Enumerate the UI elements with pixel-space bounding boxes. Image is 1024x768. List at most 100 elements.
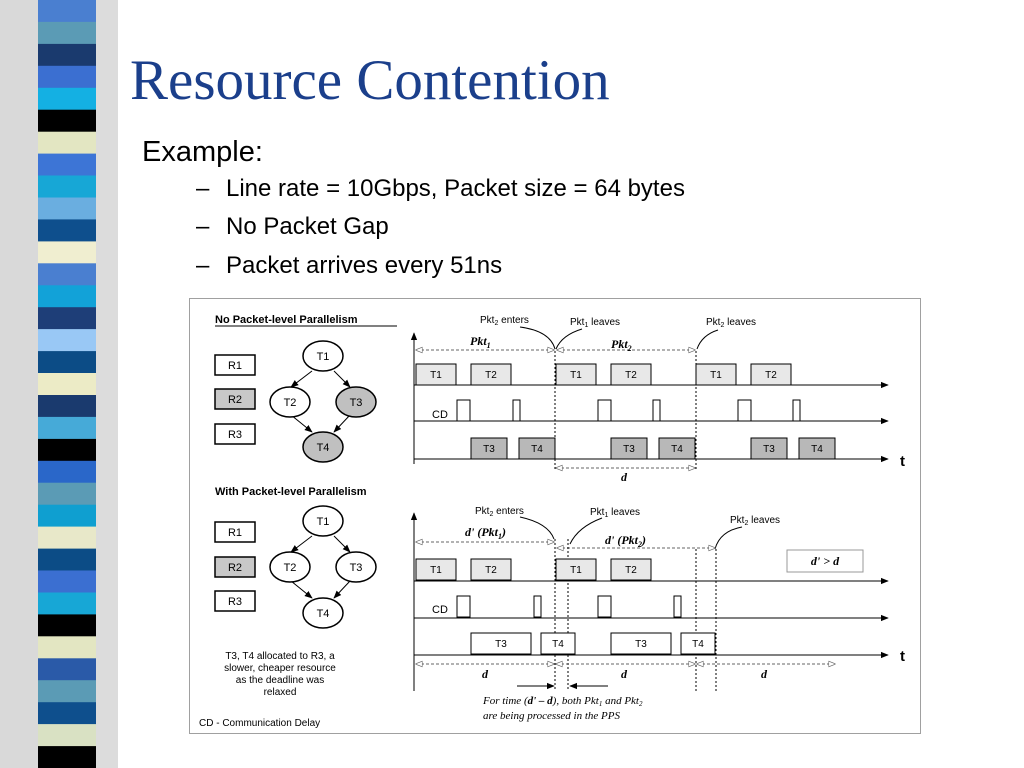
stripe-band	[38, 0, 96, 23]
bottom-cd-label: CD	[432, 604, 448, 616]
svg-text:T3: T3	[623, 444, 635, 455]
allocation-note: T3, T4 allocated to R3, a slower, cheape…	[224, 651, 336, 698]
bottom-task-t4: T4	[302, 597, 344, 629]
stripe-band	[38, 702, 96, 725]
stripe-band	[38, 219, 96, 242]
top-pkt2-enters: Pkt2 enters	[480, 315, 529, 327]
svg-text:T2: T2	[485, 565, 497, 576]
stripe-band	[38, 570, 96, 593]
bottom-interval-d: d	[761, 667, 768, 681]
top-pkt2-leaves: Pkt2 leaves	[706, 317, 756, 329]
stripe-band	[38, 592, 96, 615]
stripe-band	[38, 460, 96, 484]
top-task-t2: T2	[269, 386, 311, 418]
top-task-t4: T4	[302, 431, 344, 463]
svg-text:R2: R2	[228, 562, 242, 574]
bullet-line-rate: –Line rate = 10Gbps, Packet size = 64 by…	[196, 175, 685, 202]
bottom-resource-r1: R1	[214, 521, 256, 543]
svg-text:T2: T2	[284, 397, 297, 409]
svg-text:T1: T1	[317, 516, 330, 528]
comparison-box: d' > d	[786, 549, 864, 573]
svg-text:T4: T4	[317, 608, 330, 620]
svg-text:T3: T3	[635, 639, 647, 650]
bottom-pkt2-enters: Pkt2 enters	[475, 506, 524, 518]
stripe-band	[38, 746, 96, 768]
top-cd-label: CD	[432, 409, 448, 421]
top-interval-d: d	[621, 470, 628, 484]
bottom-task-t3: T3	[335, 551, 377, 583]
svg-text:relaxed: relaxed	[264, 687, 297, 698]
bottom-row3-block: T4	[680, 632, 716, 655]
stripe-band	[38, 373, 96, 396]
svg-text:T1: T1	[570, 370, 582, 381]
stripe-band	[38, 438, 96, 462]
svg-text:T2: T2	[485, 370, 497, 381]
svg-text:T2: T2	[625, 565, 637, 576]
svg-text:are being processed in the PPS: are being processed in the PPS	[483, 710, 620, 722]
top-row1-block: T2	[610, 363, 652, 386]
stripe-band	[38, 614, 96, 637]
overlap-caption: For time (d' – d), both Pkt1 and Pkt2 ar…	[482, 695, 643, 722]
slide-body: Example: –Line rate = 10Gbps, Packet siz…	[142, 134, 685, 279]
top-row1-block: T1	[555, 363, 597, 386]
svg-text:T4: T4	[692, 639, 704, 650]
bottom-resource-r3: R3	[214, 590, 256, 612]
svg-text:d' > d: d' > d	[811, 554, 840, 568]
stripe-band	[38, 482, 96, 506]
top-task-t1: T1	[302, 340, 344, 372]
bottom-resource-r2: R2	[214, 556, 256, 578]
bullet-no-gap: –No Packet Gap	[196, 213, 389, 240]
bottom-time-label: t	[900, 648, 905, 665]
top-row1-block: T1	[695, 363, 737, 386]
top-row1-block: T2	[750, 363, 792, 386]
stripe-band	[38, 636, 96, 659]
bottom-row1-block: T1	[415, 558, 457, 581]
stripe-band	[38, 175, 96, 198]
stripe-band	[38, 329, 96, 352]
svg-text:T3: T3	[350, 397, 363, 409]
svg-text:T1: T1	[317, 351, 330, 363]
top-row1-block: T2	[470, 363, 512, 386]
bottom-row3-block: T3	[610, 632, 672, 655]
svg-text:T2: T2	[625, 370, 637, 381]
top-pkt1-label: Pkt1	[470, 334, 491, 350]
stripe-band	[38, 416, 96, 440]
svg-text:R1: R1	[228, 527, 242, 539]
svg-text:T3: T3	[350, 562, 363, 574]
top-resource-r1: R1	[214, 354, 256, 376]
svg-text:T3, T4 allocated to R3, a: T3, T4 allocated to R3, a	[225, 651, 335, 662]
bottom-interval-d: d	[621, 667, 628, 681]
bottom-row3-block: T3	[470, 632, 532, 655]
stripe-band	[38, 307, 96, 330]
top-row3-block: T4	[518, 437, 556, 460]
slide-title: Resource Contention	[130, 49, 610, 112]
bottom-pkt2-leaves: Pkt2 leaves	[730, 515, 780, 527]
svg-text:T2: T2	[765, 370, 777, 381]
svg-text:T3: T3	[763, 444, 775, 455]
svg-text:as the deadline was: as the deadline was	[236, 675, 324, 686]
stripe-band	[38, 658, 96, 681]
svg-text:slower, cheaper resource: slower, cheaper resource	[224, 663, 336, 674]
stripe-band	[38, 526, 96, 550]
svg-text:T1: T1	[430, 565, 442, 576]
svg-text:T4: T4	[317, 442, 330, 454]
bottom-task-t2: T2	[269, 551, 311, 583]
top-pkt2-label: Pkt2	[611, 337, 632, 353]
stripe-band	[38, 548, 96, 572]
stripe-band	[38, 504, 96, 528]
stripe-band	[38, 153, 96, 177]
stripe-band	[38, 43, 96, 67]
top-row1-block: T1	[415, 363, 457, 386]
stripe-band	[38, 197, 96, 220]
bottom-row1-block: T2	[610, 558, 652, 581]
svg-text:T4: T4	[552, 639, 564, 650]
top-time-label: t	[900, 453, 905, 470]
svg-text:T1: T1	[430, 370, 442, 381]
stripe-band	[38, 21, 96, 45]
stripe-band	[38, 87, 96, 111]
stripe-band	[38, 131, 96, 155]
svg-text:R3: R3	[228, 429, 242, 441]
svg-text:T3: T3	[483, 444, 495, 455]
top-resource-r3: R3	[214, 423, 256, 445]
bottom-dprime-pkt2: d' (Pkt2)	[605, 533, 646, 549]
